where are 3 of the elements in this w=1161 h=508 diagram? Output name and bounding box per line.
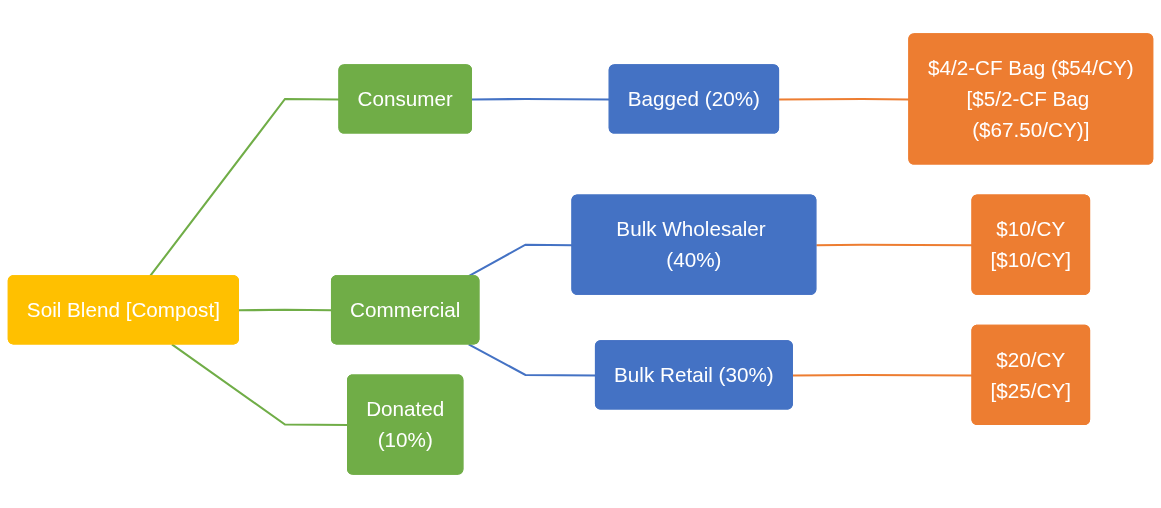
connector: [472, 97, 610, 101]
connector: [468, 343, 596, 377]
connector: [239, 308, 332, 312]
